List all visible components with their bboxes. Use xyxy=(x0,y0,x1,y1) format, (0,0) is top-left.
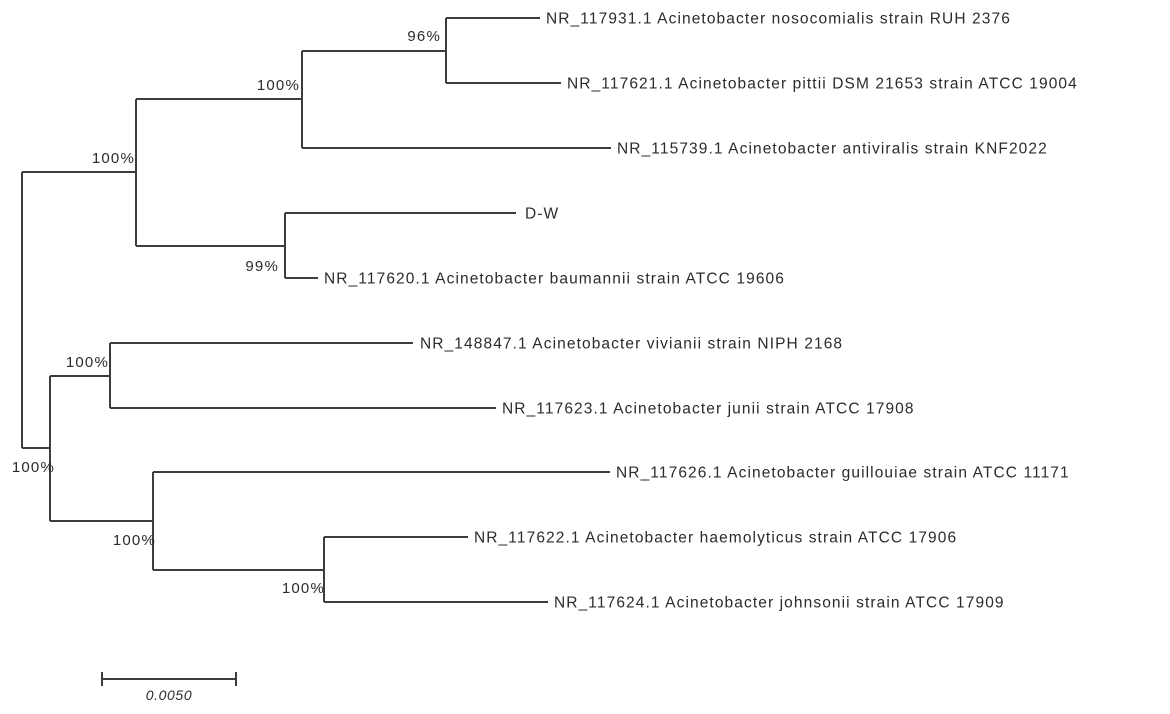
taxon-label: NR_117624.1 Acinetobacter johnsonii stra… xyxy=(554,595,1005,612)
bootstrap-label: 100% xyxy=(282,580,325,597)
taxon-label: NR_117620.1 Acinetobacter baumannii stra… xyxy=(324,271,785,288)
bootstrap-label: 100% xyxy=(257,77,300,94)
taxon-label: NR_148847.1 Acinetobacter vivianii strai… xyxy=(420,336,843,353)
bootstrap-label: 100% xyxy=(66,354,109,371)
taxon-label: NR_117931.1 Acinetobacter nosocomialis s… xyxy=(546,11,1011,28)
taxon-label: NR_117622.1 Acinetobacter haemolyticus s… xyxy=(474,530,957,547)
taxon-label: NR_117626.1 Acinetobacter guillouiae str… xyxy=(616,465,1070,482)
bootstrap-label: 100% xyxy=(92,150,135,167)
scale-bar-label: 0.0050 xyxy=(146,687,192,703)
bootstrap-label: 99% xyxy=(245,258,279,275)
taxon-label: NR_117623.1 Acinetobacter junii strain A… xyxy=(502,401,915,418)
taxon-label: NR_115739.1 Acinetobacter antiviralis st… xyxy=(617,141,1048,158)
bootstrap-label: 96% xyxy=(407,28,441,45)
taxon-label: D-W xyxy=(525,206,559,223)
bootstrap-label: 100% xyxy=(113,532,156,549)
bootstrap-label: 100% xyxy=(12,459,55,476)
taxon-label: NR_117621.1 Acinetobacter pittii DSM 216… xyxy=(567,76,1078,93)
